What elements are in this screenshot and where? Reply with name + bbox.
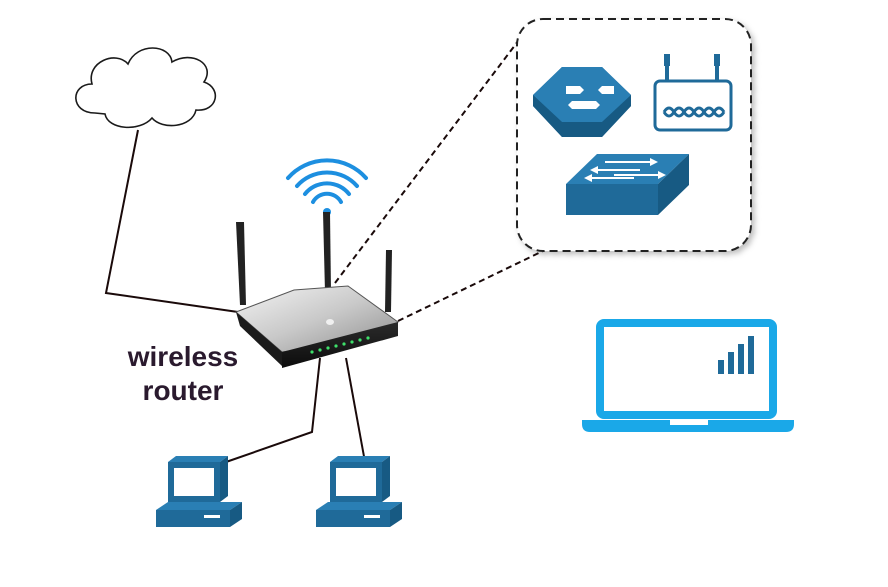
zoom-callout-lines bbox=[334, 27, 546, 322]
router-label: wireless router bbox=[127, 341, 239, 407]
signal-strength-icon bbox=[718, 336, 754, 374]
access-point-icon bbox=[653, 54, 733, 132]
detail-callout bbox=[516, 18, 752, 252]
link-cloud-router bbox=[104, 129, 239, 313]
wireless-router-icon bbox=[235, 212, 399, 368]
wifi-signal-icon bbox=[286, 158, 368, 216]
desktop-computer-icon bbox=[316, 456, 402, 527]
link-router-desktop-left bbox=[225, 357, 321, 463]
laptop-icon bbox=[582, 319, 794, 432]
network-switch-icon bbox=[566, 154, 689, 215]
link-lines bbox=[104, 129, 366, 463]
desktop-computer-icon bbox=[156, 456, 242, 527]
cloud-icon bbox=[75, 47, 217, 129]
cisco-router-icon bbox=[533, 67, 631, 137]
link-router-desktop-right bbox=[345, 357, 366, 463]
